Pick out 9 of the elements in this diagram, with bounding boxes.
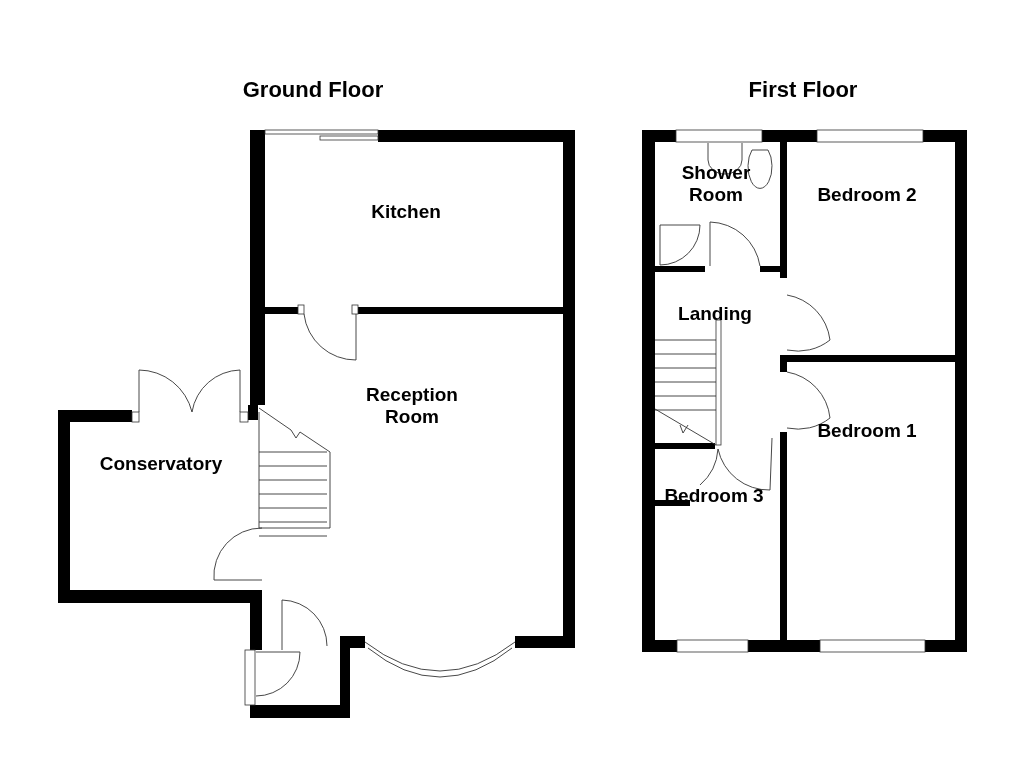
room-label: Landing <box>677 303 753 325</box>
room-label: Bedroom 2 <box>816 184 918 206</box>
floor-title: Ground Floor <box>242 77 384 103</box>
room-label: Shower Room <box>680 162 752 206</box>
room-label: Conservatory <box>98 453 224 475</box>
room-label: Reception Room <box>365 384 459 428</box>
floor-title: First Floor <box>748 77 858 103</box>
room-label: Kitchen <box>370 201 442 223</box>
room-label: Bedroom 1 <box>816 420 918 442</box>
